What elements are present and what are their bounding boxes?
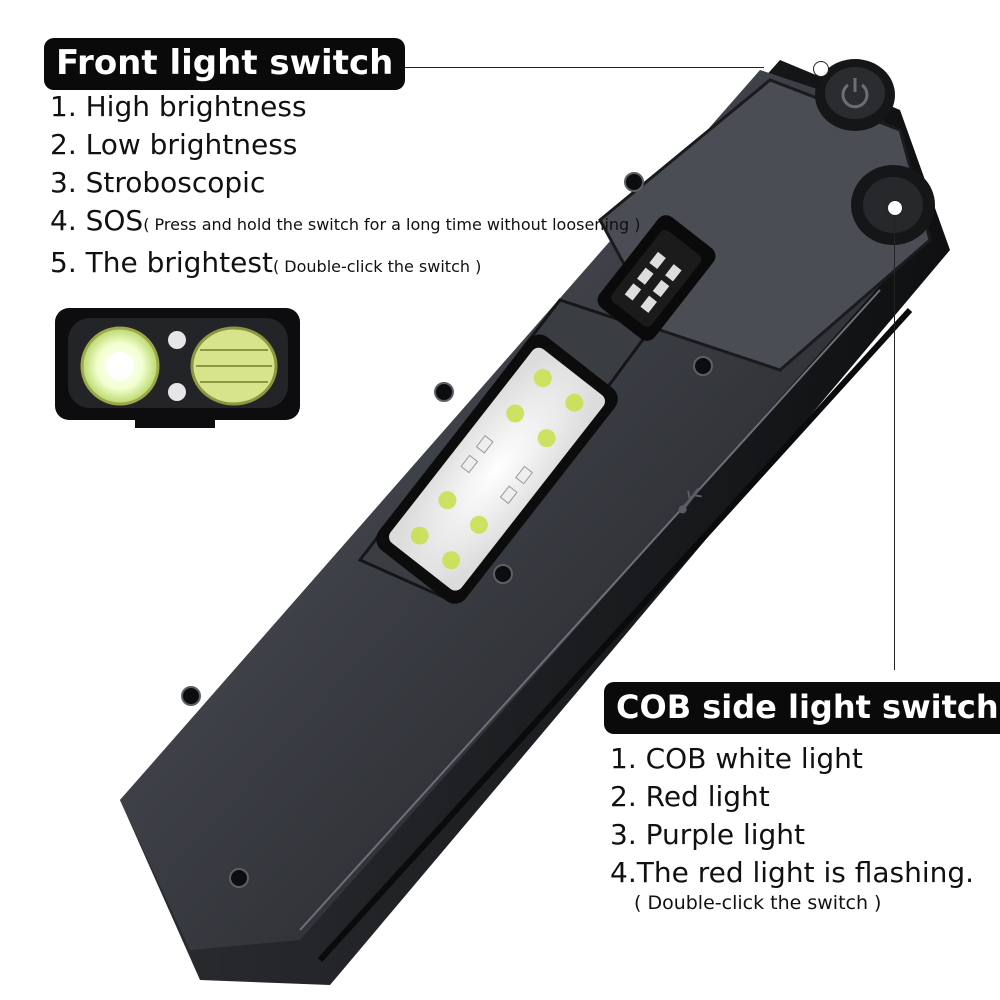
- front-switch-mode-list: 1. High brightness 2. Low brightness 3. …: [50, 88, 641, 286]
- cob-mode-4-note: ( Double-click the switch ): [634, 892, 882, 914]
- indicator-window: [597, 215, 716, 341]
- front-mode-5-note: ( Double-click the switch ): [272, 257, 482, 276]
- front-mode-2: 2. Low brightness: [50, 128, 298, 161]
- front-mode-4-note: ( Press and hold the switch for a long t…: [143, 215, 641, 234]
- front-switch-callout-dot: [813, 61, 829, 77]
- cob-mode-2: 2. Red light: [610, 780, 770, 813]
- front-mode-5: 5. The brightest( Double-click the switc…: [50, 246, 482, 279]
- power-icon: [841, 78, 869, 109]
- front-light-switch: [815, 59, 895, 131]
- cob-switch-title: COB side light switch: [604, 682, 1000, 734]
- cob-switch-callout-dot: [887, 200, 903, 216]
- front-switch-callout-line: [402, 67, 764, 68]
- cob-mode-3: 3. Purple light: [610, 818, 806, 851]
- cob-mode-1: 1. COB white light: [610, 742, 863, 775]
- front-mode-3: 3. Stroboscopic: [50, 166, 266, 199]
- cob-light-panel: [376, 334, 618, 604]
- cob-switch-callout-line: [894, 210, 895, 670]
- usb-icon: [678, 488, 702, 514]
- front-switch-title: Front light switch: [44, 38, 406, 90]
- screws: [181, 172, 713, 888]
- front-mode-1: 1. High brightness: [50, 90, 307, 123]
- front-lens-inset: [55, 308, 300, 428]
- cob-switch-mode-list: 1. COB white light 2. Red light 3. Purpl…: [610, 740, 974, 892]
- cob-mode-4: 4.The red light is flashing.: [610, 856, 975, 889]
- front-mode-4: 4. SOS( Press and hold the switch for a …: [50, 204, 641, 237]
